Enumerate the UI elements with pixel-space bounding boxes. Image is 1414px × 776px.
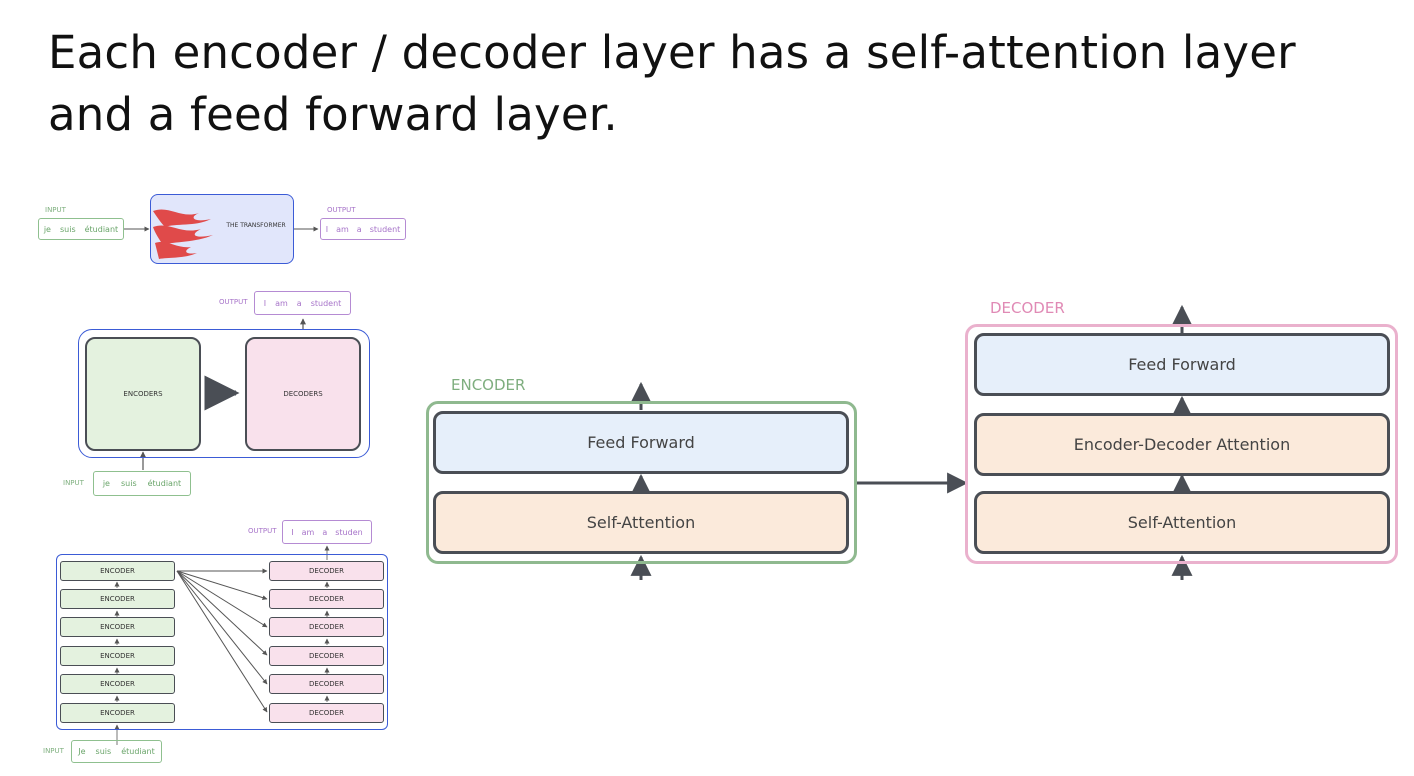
output-word: am bbox=[301, 527, 315, 537]
output-word: student bbox=[369, 224, 401, 234]
stack-encoder-2: ENCODER bbox=[60, 674, 175, 694]
input-word: je bbox=[102, 479, 110, 488]
flames-icon bbox=[153, 209, 213, 259]
encoder-label: ENCODER bbox=[100, 567, 135, 575]
encoder-frame bbox=[426, 401, 857, 564]
stack-output-label: OUTPUT bbox=[248, 527, 277, 535]
decoders-label: DECODERS bbox=[283, 390, 323, 398]
output-word: a bbox=[322, 527, 328, 537]
encoder-label: ENCODER bbox=[100, 709, 135, 717]
encoder-self-attention-block: Self-Attention bbox=[433, 491, 849, 554]
input-word: suis bbox=[59, 224, 76, 234]
decoder-label: DECODER bbox=[309, 595, 344, 603]
stack-decoder-1: DECODER bbox=[269, 703, 384, 723]
feed-forward-label: Feed Forward bbox=[587, 433, 695, 452]
slide-title: Each encoder / decoder layer has a self-… bbox=[48, 26, 1296, 141]
top-input-box: je suis étudiant bbox=[38, 218, 124, 240]
encoder-title: ENCODER bbox=[451, 376, 526, 394]
decoder-self-attention-block: Self-Attention bbox=[974, 491, 1390, 554]
top-output-box: I am a student bbox=[320, 218, 406, 240]
mid-input-box: je suis étudiant bbox=[93, 471, 191, 496]
output-word: am bbox=[275, 298, 288, 308]
stack-decoder-6: DECODER bbox=[269, 561, 384, 581]
output-word: am bbox=[336, 224, 349, 234]
output-word: a bbox=[296, 298, 302, 308]
decoder-title: DECODER bbox=[990, 299, 1065, 317]
output-word: I bbox=[291, 527, 294, 537]
input-word: je bbox=[43, 224, 51, 234]
output-word: I bbox=[263, 298, 267, 308]
mid-output-box: I am a student bbox=[254, 291, 351, 315]
stack-encoder-1: ENCODER bbox=[60, 703, 175, 723]
decoder-feed-forward-block: Feed Forward bbox=[974, 333, 1390, 396]
decoder-label: DECODER bbox=[309, 709, 344, 717]
enc-dec-attention-label: Encoder-Decoder Attention bbox=[1073, 435, 1291, 454]
encoder-feed-forward-block: Feed Forward bbox=[433, 411, 849, 474]
input-word: étudiant bbox=[84, 224, 119, 234]
output-word: studen bbox=[335, 527, 363, 537]
stack-encoder-3: ENCODER bbox=[60, 646, 175, 666]
decoder-label: DECODER bbox=[309, 567, 344, 575]
stack-decoder-5: DECODER bbox=[269, 589, 384, 609]
stack-input-label: INPUT bbox=[43, 747, 64, 755]
stack-encoder-4: ENCODER bbox=[60, 617, 175, 637]
transformer-box: THE TRANSFORMER bbox=[150, 194, 294, 264]
stack-decoder-2: DECODER bbox=[269, 674, 384, 694]
encoder-label: ENCODER bbox=[100, 680, 135, 688]
self-attention-label: Self-Attention bbox=[1127, 513, 1237, 532]
decoder-label: DECODER bbox=[309, 623, 344, 631]
output-word: I bbox=[325, 224, 329, 234]
input-word: étudiant bbox=[121, 747, 155, 756]
encoders-block: ENCODERS bbox=[85, 337, 201, 451]
input-word: étudiant bbox=[147, 479, 182, 488]
stack-encoder-6: ENCODER bbox=[60, 561, 175, 581]
feed-forward-label: Feed Forward bbox=[1128, 355, 1236, 374]
stack-output-box: I am a studen bbox=[282, 520, 372, 544]
output-word: student bbox=[310, 298, 342, 308]
decoder-enc-dec-attention-block: Encoder-Decoder Attention bbox=[974, 413, 1390, 476]
stack-input-box: Je suis étudiant bbox=[71, 740, 162, 763]
stack-encoder-5: ENCODER bbox=[60, 589, 175, 609]
input-word: Je bbox=[78, 747, 86, 756]
stack-decoder-4: DECODER bbox=[269, 617, 384, 637]
mid-input-label: INPUT bbox=[63, 479, 84, 487]
decoder-label: DECODER bbox=[309, 680, 344, 688]
encoders-label: ENCODERS bbox=[123, 390, 163, 398]
mid-output-label: OUTPUT bbox=[219, 298, 248, 306]
encoder-label: ENCODER bbox=[100, 595, 135, 603]
decoder-label: DECODER bbox=[309, 652, 344, 660]
mid-transformer-frame bbox=[78, 329, 370, 458]
stack-frame bbox=[56, 554, 388, 730]
top-input-label: INPUT bbox=[45, 206, 66, 214]
stack-decoder-3: DECODER bbox=[269, 646, 384, 666]
input-word: suis bbox=[120, 479, 137, 488]
decoder-frame bbox=[965, 324, 1398, 564]
encoder-label: ENCODER bbox=[100, 652, 135, 660]
top-output-label: OUTPUT bbox=[327, 206, 356, 214]
decoders-block: DECODERS bbox=[245, 337, 361, 451]
transformer-label: THE TRANSFORMER bbox=[226, 222, 286, 229]
output-word: a bbox=[356, 224, 362, 234]
encoder-label: ENCODER bbox=[100, 623, 135, 631]
self-attention-label: Self-Attention bbox=[586, 513, 696, 532]
input-word: suis bbox=[95, 747, 112, 756]
